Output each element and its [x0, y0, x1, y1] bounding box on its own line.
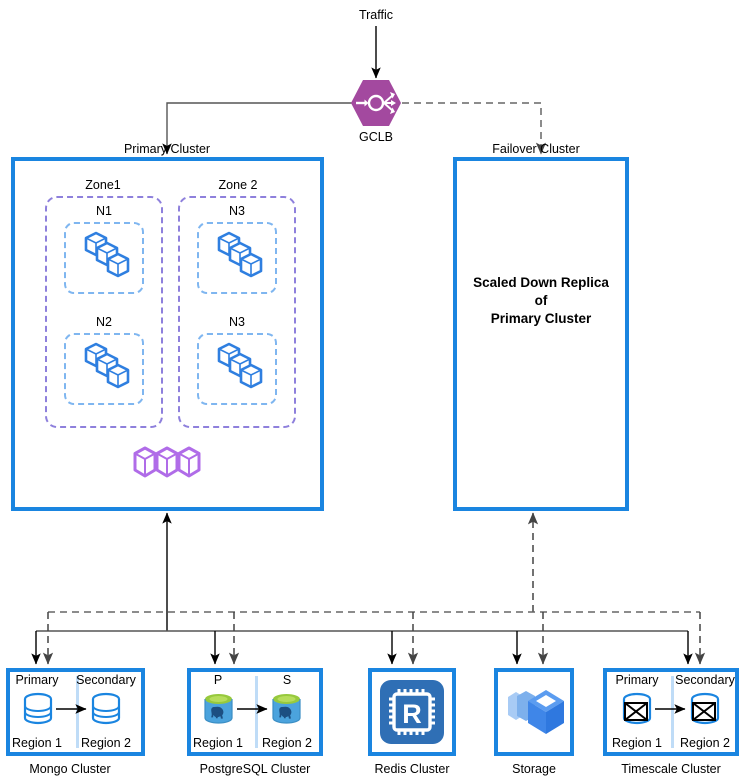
gclb-icon[interactable]: [350, 79, 402, 127]
divider: [671, 676, 674, 748]
timescale-cylinder-icon: [621, 692, 653, 726]
redis-chip-icon: R: [379, 679, 445, 745]
zone-box-1: [45, 196, 163, 428]
node-box-n1: [64, 222, 144, 294]
traffic-label: Traffic: [358, 8, 394, 22]
node-label-n1: N1: [96, 204, 112, 218]
node-label-n3-a: N3: [229, 204, 245, 218]
node-label-n2: N2: [96, 315, 112, 329]
postgresql-elephant-icon: [271, 692, 302, 726]
timescale-cylinder-icon: [689, 692, 721, 726]
node-box-n3-b: [197, 333, 277, 405]
storage-cubes-icon: [504, 683, 566, 741]
mongo-cluster-title: Mongo Cluster: [29, 762, 111, 776]
postgresql-cluster-title: PostgreSQL Cluster: [199, 762, 311, 776]
pods-hexagon-icon: [131, 446, 203, 480]
database-cylinder-icon: [90, 692, 122, 726]
pods-icon: [76, 231, 132, 285]
postgres-secondary-role: S: [282, 673, 292, 687]
mongo-primary-region: Region 1: [11, 736, 63, 750]
timescale-secondary-role: Secondary: [675, 673, 735, 687]
timescale-primary-role: Primary: [615, 673, 659, 687]
failover-cluster-box[interactable]: [453, 157, 629, 511]
node-box-n3-a: [197, 222, 277, 294]
postgres-primary-role: P: [213, 673, 223, 687]
divider: [255, 676, 258, 748]
zone-2-label: Zone 2: [218, 178, 258, 192]
zone-1-label: Zone1: [85, 178, 121, 192]
postgresql-elephant-icon: [203, 692, 234, 726]
pods-icon: [76, 342, 132, 396]
gclb-label: GCLB: [358, 130, 394, 144]
mongo-secondary-role: Secondary: [76, 673, 136, 687]
zone-box-2: [178, 196, 296, 428]
pods-icon: [209, 231, 265, 285]
timescale-primary-region: Region 1: [611, 736, 663, 750]
postgres-secondary-region: Region 2: [261, 736, 313, 750]
mongo-secondary-region: Region 2: [80, 736, 132, 750]
mongo-primary-role: Primary: [15, 673, 59, 687]
failover-cluster-label: Failover Cluster: [492, 142, 580, 156]
primary-cluster-label: Primary Cluster: [123, 142, 211, 156]
pods-icon: [209, 342, 265, 396]
svg-text:R: R: [402, 699, 422, 729]
redis-cluster-title: Redis Cluster: [374, 762, 450, 776]
failover-body-line3: Primary Cluster: [490, 311, 592, 326]
node-box-n2: [64, 333, 144, 405]
storage-title: Storage: [512, 762, 556, 776]
node-label-n3-b: N3: [229, 315, 245, 329]
postgres-primary-region: Region 1: [192, 736, 244, 750]
failover-body-line1: Scaled Down Replica: [473, 275, 609, 290]
failover-body-line2: of: [534, 293, 548, 308]
timescale-cluster-title: Timescale Cluster: [621, 762, 721, 776]
timescale-secondary-region: Region 2: [679, 736, 731, 750]
database-cylinder-icon: [22, 692, 54, 726]
